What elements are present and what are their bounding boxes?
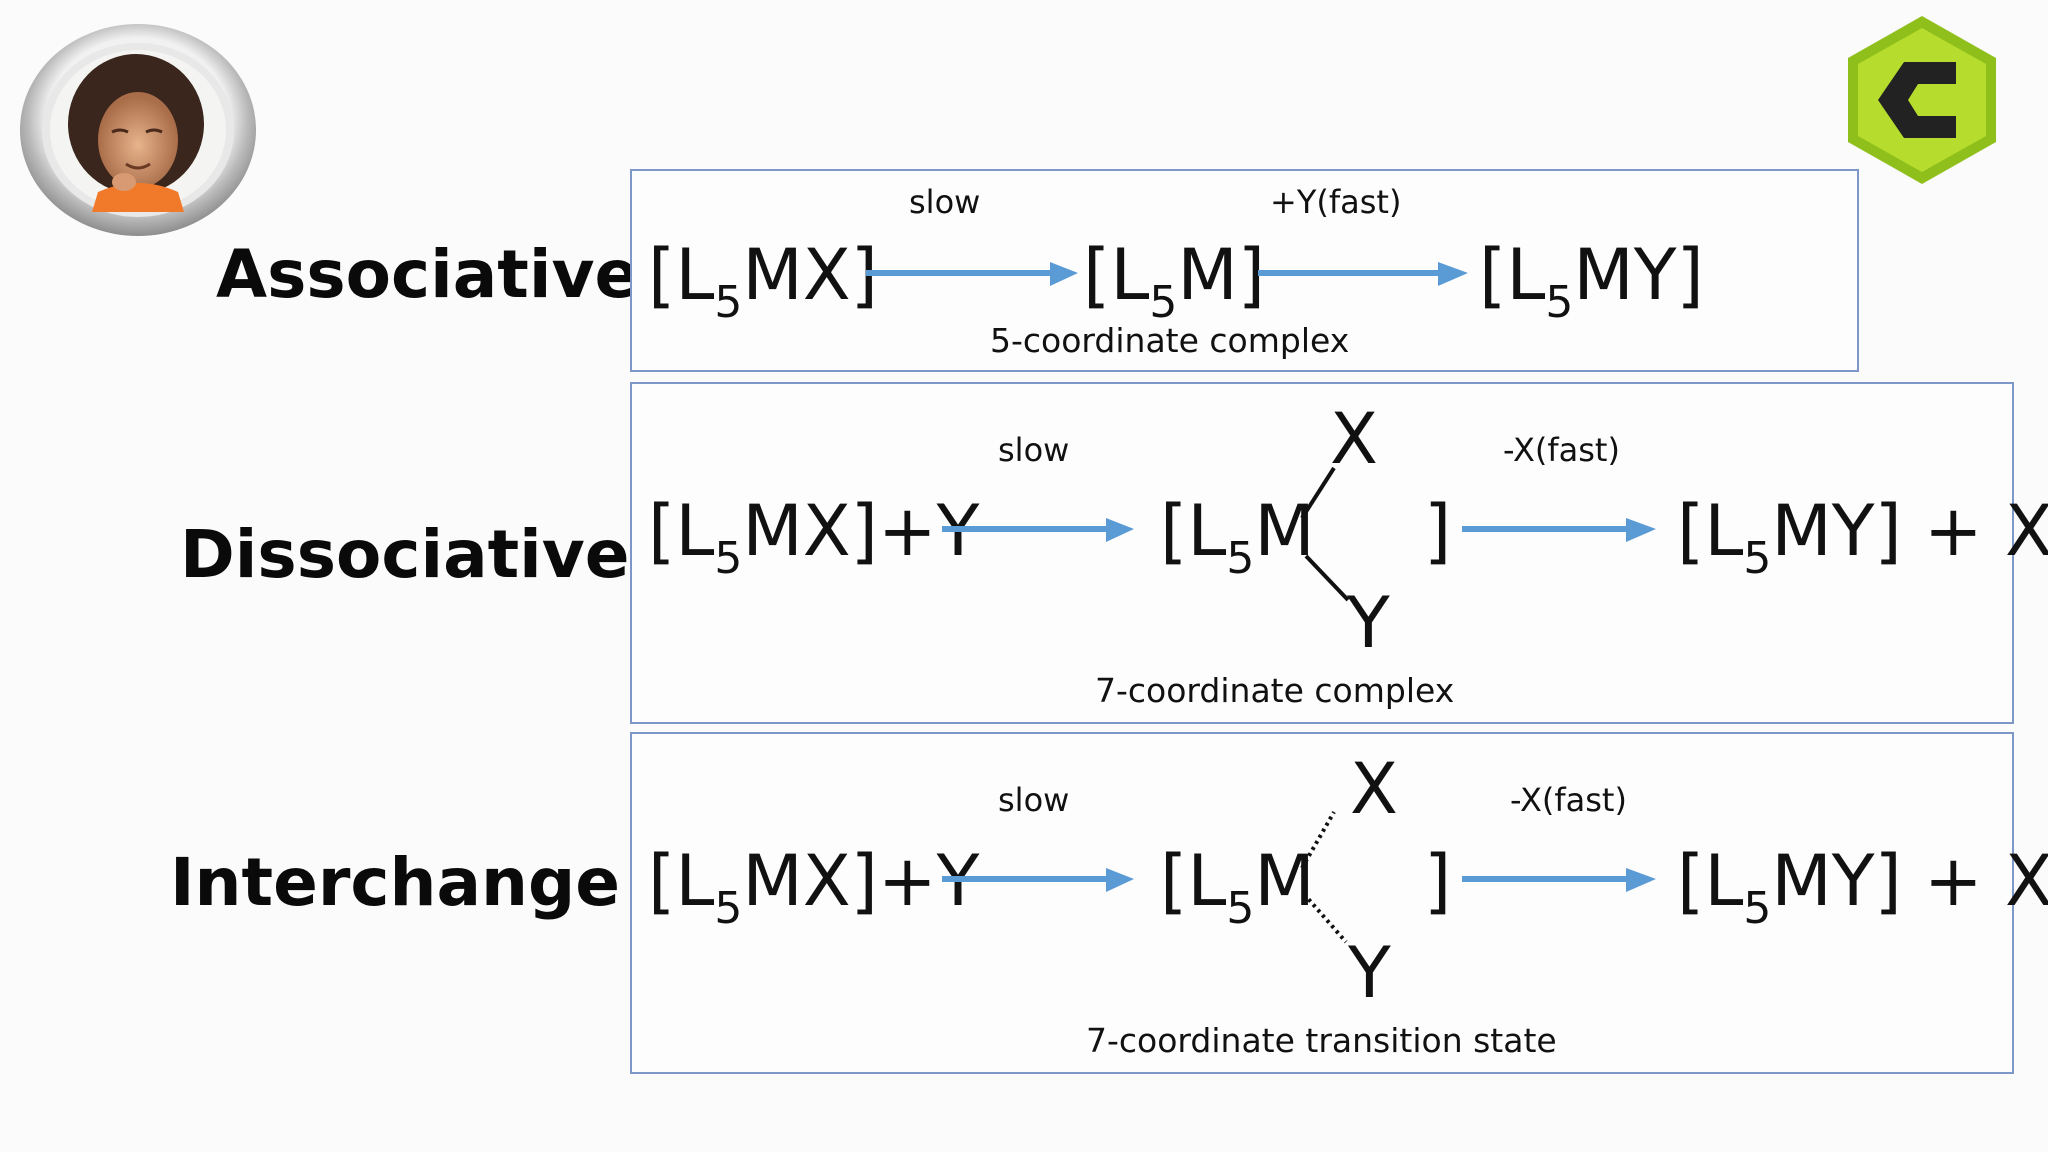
dissoc-ligand-x: X	[1330, 398, 1378, 480]
associative-box	[630, 169, 1859, 372]
inter-intermediate-core: [L5M	[1160, 840, 1315, 934]
avatar	[16, 14, 260, 240]
assoc-arrow-1	[866, 262, 1078, 286]
dissoc-intermediate-core: [L5M	[1160, 490, 1315, 584]
dissoc-product: [L5MY] + X	[1677, 490, 2048, 584]
inter-step2-label: -X(fast)	[1510, 781, 1627, 819]
dissoc-arrow-2	[1462, 518, 1656, 542]
inter-step1-label: slow	[998, 781, 1070, 819]
interchange-label: Interchange :	[170, 844, 670, 921]
inter-intermediate-close: ]	[1424, 840, 1452, 922]
assoc-step2-label: +Y(fast)	[1270, 183, 1402, 221]
dissoc-intermediate-close: ]	[1424, 490, 1452, 572]
dissoc-caption: 7-coordinate complex	[1095, 671, 1455, 710]
inter-arrow-2	[1462, 868, 1656, 892]
assoc-product: [L5MY]	[1479, 234, 1704, 328]
hexagon-c-logo-icon	[1848, 16, 1996, 184]
dissoc-bond-y	[1304, 554, 1350, 602]
dissociative-label: Dissociative :	[180, 516, 679, 593]
interchange-box	[630, 732, 2014, 1074]
dissoc-ligand-y: Y	[1347, 582, 1390, 664]
inter-bond-y-dotted	[1302, 892, 1348, 944]
inter-ligand-y: Y	[1348, 932, 1391, 1014]
assoc-step1-label: slow	[909, 183, 981, 221]
dissoc-arrow-1	[942, 518, 1134, 542]
associative-label: Associative :	[216, 236, 689, 313]
assoc-intermediate: [L5M]	[1083, 234, 1266, 328]
dissoc-step1-label: slow	[998, 431, 1070, 469]
inter-caption: 7-coordinate transition state	[1086, 1021, 1557, 1060]
dissociative-box	[630, 382, 2014, 724]
dissoc-bond-x	[1300, 466, 1336, 520]
dissoc-reactant: [L5MX]+Y	[648, 490, 980, 584]
inter-reactant: [L5MX]+Y	[648, 840, 980, 934]
inter-ligand-x: X	[1350, 748, 1398, 830]
assoc-reactant: [L5MX]	[648, 234, 878, 328]
portrait-avatar-icon	[20, 24, 256, 236]
inter-arrow-1	[942, 868, 1134, 892]
inter-product: [L5MY] + X	[1677, 840, 2048, 934]
inter-bond-x-dotted	[1300, 811, 1336, 869]
dissoc-step2-label: -X(fast)	[1503, 431, 1620, 469]
assoc-caption: 5-coordinate complex	[990, 321, 1350, 360]
assoc-arrow-2	[1258, 262, 1468, 286]
logo	[1844, 14, 2000, 186]
